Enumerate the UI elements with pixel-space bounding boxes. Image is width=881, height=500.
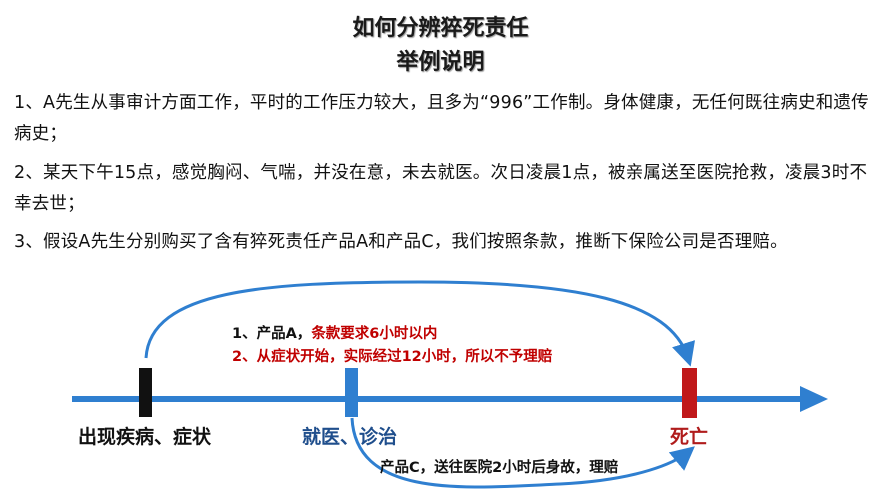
- note-product-a-2: 2、从症状开始，实际经过12小时，所以不予理赔: [232, 349, 553, 365]
- note-a1-red: 条款要求6小时以内: [311, 326, 438, 342]
- label-visit: 就医、诊治: [302, 426, 398, 448]
- page-title: 如何分辨猝死责任: [352, 16, 529, 41]
- paragraph-3: 3、假设A先生分别购买了含有猝死责任产品A和产品C，我们按照条款，推断下保险公司…: [14, 232, 788, 252]
- timeline-arrow-head: [800, 386, 828, 412]
- arc-product-c: [350, 417, 695, 489]
- page-subtitle: 举例说明: [396, 50, 485, 75]
- note-a1-prefix: 1、产品A，: [232, 326, 312, 342]
- note-product-c: 产品C，送往医院2小时后身故，理赔: [380, 460, 619, 476]
- onset-marker: [139, 368, 152, 417]
- arc-product-a: [144, 280, 695, 367]
- paragraph-1: 1、A先生从事审计方面工作，平时的工作压力较大，且多为“996”工作制。身体健康…: [14, 93, 869, 144]
- label-death: 死亡: [670, 426, 709, 448]
- note-product-a-1: 1、产品A，条款要求6小时以内: [232, 322, 437, 343]
- visit-marker: [345, 368, 358, 417]
- label-onset: 出现疾病、症状: [78, 426, 212, 448]
- death-marker: [682, 368, 697, 418]
- paragraph-2: 2、某天下午15点，感觉胸闷、气喘，并没在意，未去就医。次日凌晨1点，被亲属送至…: [14, 163, 868, 214]
